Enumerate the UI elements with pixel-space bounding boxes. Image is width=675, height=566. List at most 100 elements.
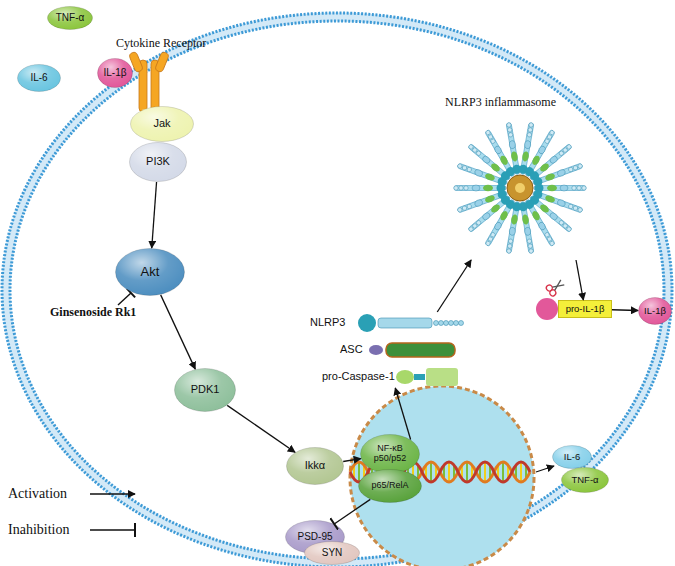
receptor-label: Cytokine Receptor — [116, 36, 206, 51]
node-text: p65/RelA — [371, 481, 408, 491]
protein-node: pro-Caspase-1 — [322, 366, 462, 388]
ellipse-shine — [48, 7, 93, 30]
legend-item: Activation — [8, 486, 142, 502]
node-text: SYN — [322, 548, 343, 559]
ellipse-fill — [18, 65, 61, 92]
node-text: Jak — [153, 118, 170, 130]
inhibition-connector — [334, 499, 370, 524]
node-text: Akt — [141, 265, 160, 279]
legend-sample — [90, 486, 142, 502]
ellipse-fill — [98, 59, 133, 88]
kinase-ellipse: PI3K — [129, 142, 187, 182]
nlrp3-protein-part — [434, 321, 439, 326]
node-text: PSD-95 — [297, 532, 332, 543]
drug-label: Ginsenoside Rk1 — [50, 305, 136, 320]
inflammasome-complex-part — [456, 189, 508, 215]
expression-arrow-part — [536, 466, 554, 472]
kinase-ellipse: Ikkα — [286, 447, 344, 485]
kinase-ellipse: PDK1 — [174, 368, 236, 412]
node-text: TNF-α — [571, 475, 598, 485]
inflammasome-complex-part — [504, 122, 522, 175]
caspase-cleavage-part-part — [545, 284, 553, 292]
ellipse-fill — [305, 542, 360, 565]
cytokine-receptor-part — [155, 51, 170, 73]
activation-arrow — [343, 459, 361, 462]
ellipse-fill — [48, 7, 93, 30]
ellipse-shine — [553, 446, 592, 469]
node-text: ASC — [340, 344, 363, 356]
inflammasome-complex-part — [518, 201, 536, 254]
node-text: NLRP3 — [310, 317, 345, 329]
ellipse-shine — [359, 470, 422, 503]
cytokine-ellipse: IL-6 — [17, 64, 61, 92]
ellipse-shine — [175, 369, 236, 412]
asc-protein-part — [369, 345, 383, 355]
ellipse-fill — [287, 448, 344, 485]
node-text: TNF-α — [56, 13, 85, 24]
legend-item: Inahibition — [8, 522, 142, 538]
activation-arrow — [437, 260, 471, 312]
node-text: NF-κB p50/p52 — [368, 444, 412, 463]
node-text: IL-1β — [104, 68, 127, 79]
ellipse-shine — [98, 59, 133, 88]
nlrp3-protein-part — [459, 321, 464, 326]
nlrp3-protein-part — [449, 321, 454, 326]
caspase-cleavage-part — [536, 298, 558, 320]
ellipse-fill — [116, 249, 185, 296]
asc-protein — [369, 343, 455, 357]
inflammasome-complex — [454, 122, 586, 254]
nlrp3-protein-part — [439, 321, 444, 326]
activation-arrow — [576, 260, 583, 300]
activation-arrow — [612, 309, 638, 311]
inflammasome-complex-part — [507, 175, 533, 201]
activation-arrow — [152, 182, 157, 248]
node-text: IL-6 — [564, 452, 580, 462]
legend-text: Activation — [8, 486, 90, 502]
activation-arrow — [395, 388, 410, 439]
cytokine-ellipse: IL-1β — [638, 297, 672, 325]
ellipse-shine — [116, 249, 185, 296]
protein-node: NLRP3 — [310, 312, 462, 334]
caspase-cleavage-part — [545, 277, 566, 297]
ellipse-shine — [130, 143, 187, 182]
nlrp3-protein-part — [454, 321, 459, 326]
kinase-ellipse: Akt — [115, 248, 185, 296]
ellipse-shine — [639, 298, 672, 325]
node-text: IL-1β — [644, 306, 666, 316]
inflammasome-complex-node: NLRP3 inflammasome — [445, 96, 595, 260]
procaspase-protein — [396, 368, 458, 386]
ellipse-shine — [562, 468, 609, 493]
ellipse-fill — [553, 446, 592, 469]
node-text: PI3K — [146, 156, 170, 168]
precursor-box: pro-IL-1β — [558, 300, 612, 318]
activation-arrow — [227, 405, 295, 452]
node-text: Ikkα — [305, 460, 325, 472]
inhibition-line-part — [118, 293, 131, 305]
cytokine-ellipse: IL-6 — [552, 445, 592, 469]
transcription-factor-ellipse: p65/RelA — [358, 469, 422, 503]
legend-sample — [90, 522, 142, 538]
nlrp3-protein-part — [378, 318, 432, 328]
cell-membrane-part — [2, 13, 672, 566]
procaspase-protein-part — [414, 374, 425, 380]
cytokine-ellipse: IL-1β — [97, 58, 133, 88]
caspase-cleavage-part-part — [549, 289, 557, 297]
inflammasome-complex-part — [454, 184, 506, 193]
nlrp3-protein — [358, 314, 464, 332]
caspase-cleavage-part-part — [552, 281, 564, 291]
protein-node: ASC — [340, 340, 462, 360]
legend-text: Inahibition — [8, 522, 90, 538]
inflammasome-complex-part — [515, 183, 525, 193]
activation-arrow — [161, 295, 196, 369]
ellipse-fill — [639, 298, 672, 325]
asc-protein-part — [386, 343, 455, 357]
ellipse-shine — [361, 435, 420, 474]
cell-membrane-part — [6, 17, 668, 563]
synaptic-protein-ellipse: SYN — [304, 541, 360, 565]
nlrp3-protein-part — [444, 321, 449, 326]
cytokine-ellipse: TNF-α — [561, 467, 609, 493]
ellipse-shine — [18, 65, 61, 92]
node-text: pro-Caspase-1 — [322, 371, 395, 383]
